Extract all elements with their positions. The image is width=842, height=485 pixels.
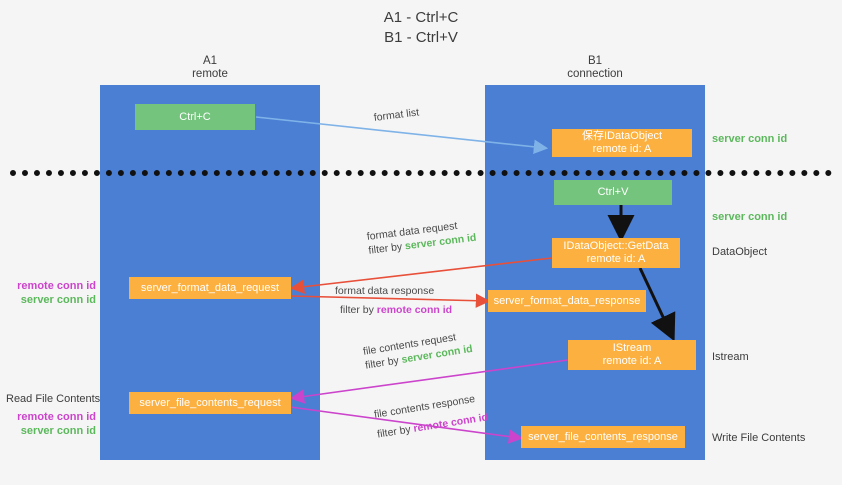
right-label-dataobject-text: DataObject <box>712 246 768 258</box>
box-ctrl-c[interactable]: Ctrl+C <box>135 104 255 130</box>
filter-value-remote-conn-id: remote conn id <box>376 304 453 316</box>
box-ctrl-v-label: Ctrl+V <box>597 186 629 198</box>
box-istream-line2: remote id: A <box>602 355 662 367</box>
edge-label-format-data-response-text: format data response <box>335 285 435 297</box>
phase-divider <box>10 170 832 176</box>
box-save-dataobject-line2: remote id: A <box>592 143 652 155</box>
left-label-conn-ids-lower: remote conn id server conn id <box>8 410 96 438</box>
box-getdata-line2: remote id: A <box>586 253 646 265</box>
box-server-format-data-response[interactable]: server_format_data_response <box>488 290 646 312</box>
box-server-file-contents-response[interactable]: server_file_contents_response <box>521 426 685 448</box>
right-label-write-file-contents-text: Write File Contents <box>712 432 806 444</box>
page-title: A1 - Ctrl+C B1 - Ctrl+V <box>0 8 842 48</box>
filter-prefix: filter by <box>376 422 415 441</box>
lane-header-a1: A1 remote <box>100 55 320 81</box>
title-line-2: B1 - Ctrl+V <box>384 29 458 46</box>
edge-label-format-data-request: format data request filter by server con… <box>366 217 477 258</box>
filter-value-remote-conn-id: remote conn id <box>412 411 489 435</box>
lane-a1-name: A1 <box>202 55 218 67</box>
left-label-read-file-contents: Read File Contents <box>6 392 100 406</box>
lane-header-b1: B1 connection <box>485 55 705 81</box>
box-save-dataobject-line1: 保存IDataObject <box>581 130 663 142</box>
left-label-remote-conn-id-lower: remote conn id <box>17 411 96 423</box>
left-label-conn-ids-upper: remote conn id server conn id <box>8 279 96 307</box>
box-server-file-contents-request[interactable]: server_file_contents_request <box>129 392 291 414</box>
box-getdata-line1: IDataObject::GetData <box>563 240 669 252</box>
right-label-server-conn-id-top-text: server conn id <box>712 133 788 145</box>
box-istream[interactable]: IStream remote id: A <box>568 340 696 370</box>
lane-b1-name: B1 <box>587 55 603 67</box>
box-server-file-contents-request-label: server_file_contents_request <box>139 396 281 409</box>
right-label-write-file-contents: Write File Contents <box>712 431 805 445</box>
edge-label-format-data-response-filter: filter by remote conn id <box>335 303 452 317</box>
filter-prefix: filter by <box>340 304 377 316</box>
box-istream-line1: IStream <box>612 342 652 354</box>
left-label-read-file-contents-text: Read File Contents <box>6 393 101 405</box>
right-label-server-conn-id-top: server conn id <box>712 132 787 146</box>
left-label-server-conn-id-lower: server conn id <box>20 425 96 437</box>
edge-label-format-list: format list <box>373 105 420 124</box>
right-label-server-conn-id-mid-text: server conn id <box>712 211 788 223</box>
right-label-istream: Istream <box>712 350 749 364</box>
box-server-file-contents-response-label: server_file_contents_response <box>528 430 678 443</box>
left-label-server-conn-id-upper: server conn id <box>20 294 96 306</box>
box-save-dataobject[interactable]: 保存IDataObject remote id: A <box>552 129 692 157</box>
box-getdata[interactable]: IDataObject::GetData remote id: A <box>552 238 680 268</box>
left-label-remote-conn-id-upper: remote conn id <box>17 280 96 292</box>
lane-a1-sub: remote <box>192 68 228 80</box>
edge-label-file-contents-request: file contents request filter by server c… <box>362 328 474 373</box>
edge-label-format-list-text: format list <box>373 106 420 124</box>
edge-label-file-contents-response: file contents response filter by remote … <box>373 390 489 441</box>
box-ctrl-v[interactable]: Ctrl+V <box>554 180 672 205</box>
box-server-format-data-request-label: server_format_data_request <box>140 281 280 294</box>
edge-label-format-data-response: format data response filter by remote co… <box>335 284 452 317</box>
box-server-format-data-response-label: server_format_data_response <box>493 294 641 307</box>
box-server-format-data-request[interactable]: server_format_data_request <box>129 277 291 299</box>
right-label-server-conn-id-mid: server conn id <box>712 210 787 224</box>
filter-prefix: filter by <box>367 240 406 257</box>
title-line-1: A1 - Ctrl+C <box>383 9 459 26</box>
right-label-istream-text: Istream <box>712 351 749 363</box>
right-label-dataobject: DataObject <box>712 245 767 259</box>
box-ctrl-c-label: Ctrl+C <box>179 110 211 123</box>
lane-b1-sub: connection <box>567 68 623 80</box>
